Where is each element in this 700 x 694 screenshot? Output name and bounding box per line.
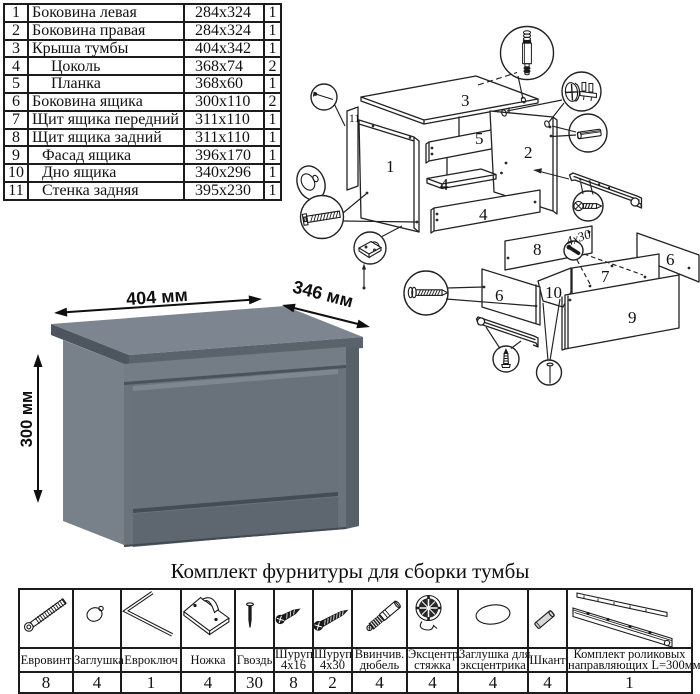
svg-text:4: 4 (440, 175, 449, 194)
svg-text:9: 9 (628, 308, 637, 327)
svg-text:2: 2 (524, 143, 533, 162)
svg-text:6: 6 (666, 250, 675, 269)
svg-text:346 мм: 346 мм (291, 277, 356, 312)
svg-text:10: 10 (545, 283, 562, 302)
svg-text:404 мм: 404 мм (126, 285, 189, 309)
svg-text:6: 6 (495, 286, 504, 305)
svg-text:11: 11 (349, 113, 360, 125)
svg-text:1: 1 (386, 157, 395, 176)
svg-text:5: 5 (475, 129, 484, 148)
svg-text:4: 4 (479, 205, 488, 224)
svg-text:7: 7 (601, 267, 610, 286)
svg-text:300 мм: 300 мм (18, 391, 36, 448)
svg-text:8: 8 (533, 240, 542, 259)
svg-text:3: 3 (461, 91, 470, 110)
